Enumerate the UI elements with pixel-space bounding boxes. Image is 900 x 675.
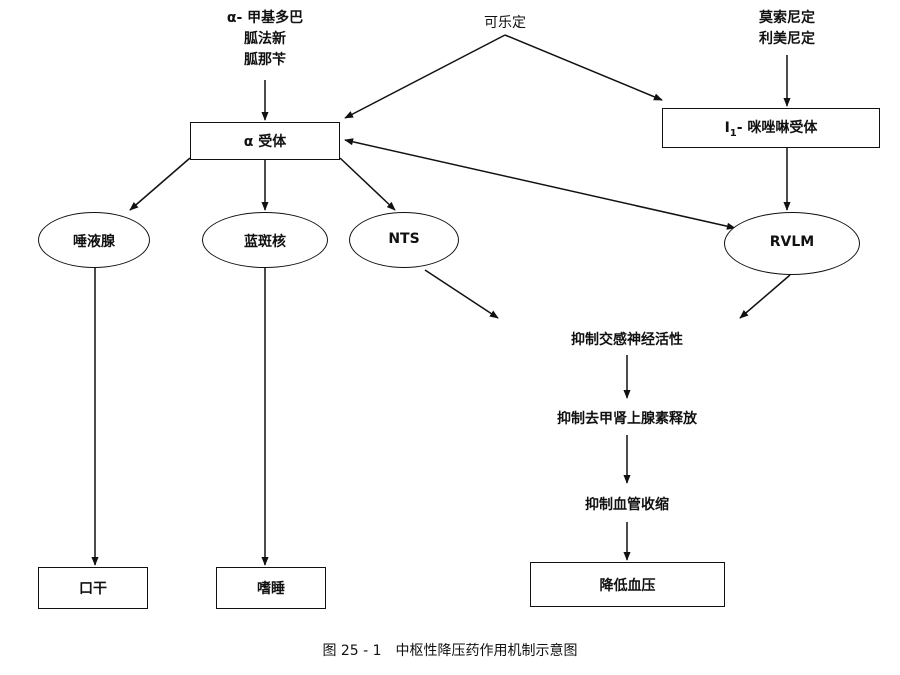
drug-guanabenz: 胍那苄 [244, 52, 286, 68]
arrow-alpha-to-salivary [129, 157, 191, 211]
i1-receptor-box [662, 108, 880, 148]
somnolence-label: 嗜睡 [257, 581, 285, 597]
arrow-alpha-to-nts [339, 157, 396, 211]
alpha-receptor-label: α 受体 [243, 134, 287, 150]
salivary-gland-node [38, 212, 150, 268]
somnolence-box [216, 567, 326, 609]
arrow-clonidine-to-i1 [504, 34, 663, 101]
figure-caption: 图 25 - 1 中枢性降压药作用机制示意图 [322, 643, 578, 659]
drug-clonidine: 可乐定 [484, 15, 526, 31]
locus-coeruleus-node [202, 212, 328, 268]
inhibit-ne-release-text: 抑制去甲肾上腺素释放 [557, 411, 697, 427]
drug-moxonidine: 莫索尼定 [759, 10, 815, 26]
arrow-clonidine-to-alpha [344, 34, 506, 119]
alpha-receptor-box [190, 122, 340, 160]
dry-mouth-box [38, 567, 148, 609]
arrow-alpha-rvlm-bidirectional [344, 138, 736, 230]
lower-bp-box [530, 562, 725, 607]
salivary-gland-label: 唾液腺 [73, 234, 115, 250]
i1-receptor-suffix: - 咪唑啉受体 [736, 120, 818, 136]
rvlm-node [724, 212, 860, 275]
nts-label: NTS [388, 231, 420, 247]
i1-receptor-prefix: I [724, 120, 730, 136]
lower-bp-label: 降低血压 [599, 578, 656, 594]
drug-list-alpha: α- 甲基多巴 胍法新 胍那苄 [195, 8, 335, 71]
drug-guanfacine: 胍法新 [244, 31, 286, 47]
drug-list-i1: 莫索尼定 利美尼定 [727, 8, 847, 50]
nts-node [349, 212, 459, 268]
i1-receptor-subscript: 1 [729, 127, 737, 139]
dry-mouth-label: 口干 [79, 581, 107, 597]
drug-rilmenidine: 利美尼定 [759, 31, 815, 47]
arrow-rvlm-to-inhibit [739, 274, 791, 319]
rvlm-label: RVLM [769, 234, 815, 250]
arrow-nts-to-inhibit [424, 269, 499, 319]
locus-coeruleus-label: 蓝斑核 [244, 234, 286, 250]
inhibit-vasoconstriction-text: 抑制血管收缩 [585, 497, 669, 513]
i1-receptor-label: I1- 咪唑啉受体 [662, 117, 880, 139]
drug-methyldopa: α- 甲基多巴 [226, 10, 304, 26]
inhibit-sympathetic-text: 抑制交感神经活性 [571, 332, 683, 348]
